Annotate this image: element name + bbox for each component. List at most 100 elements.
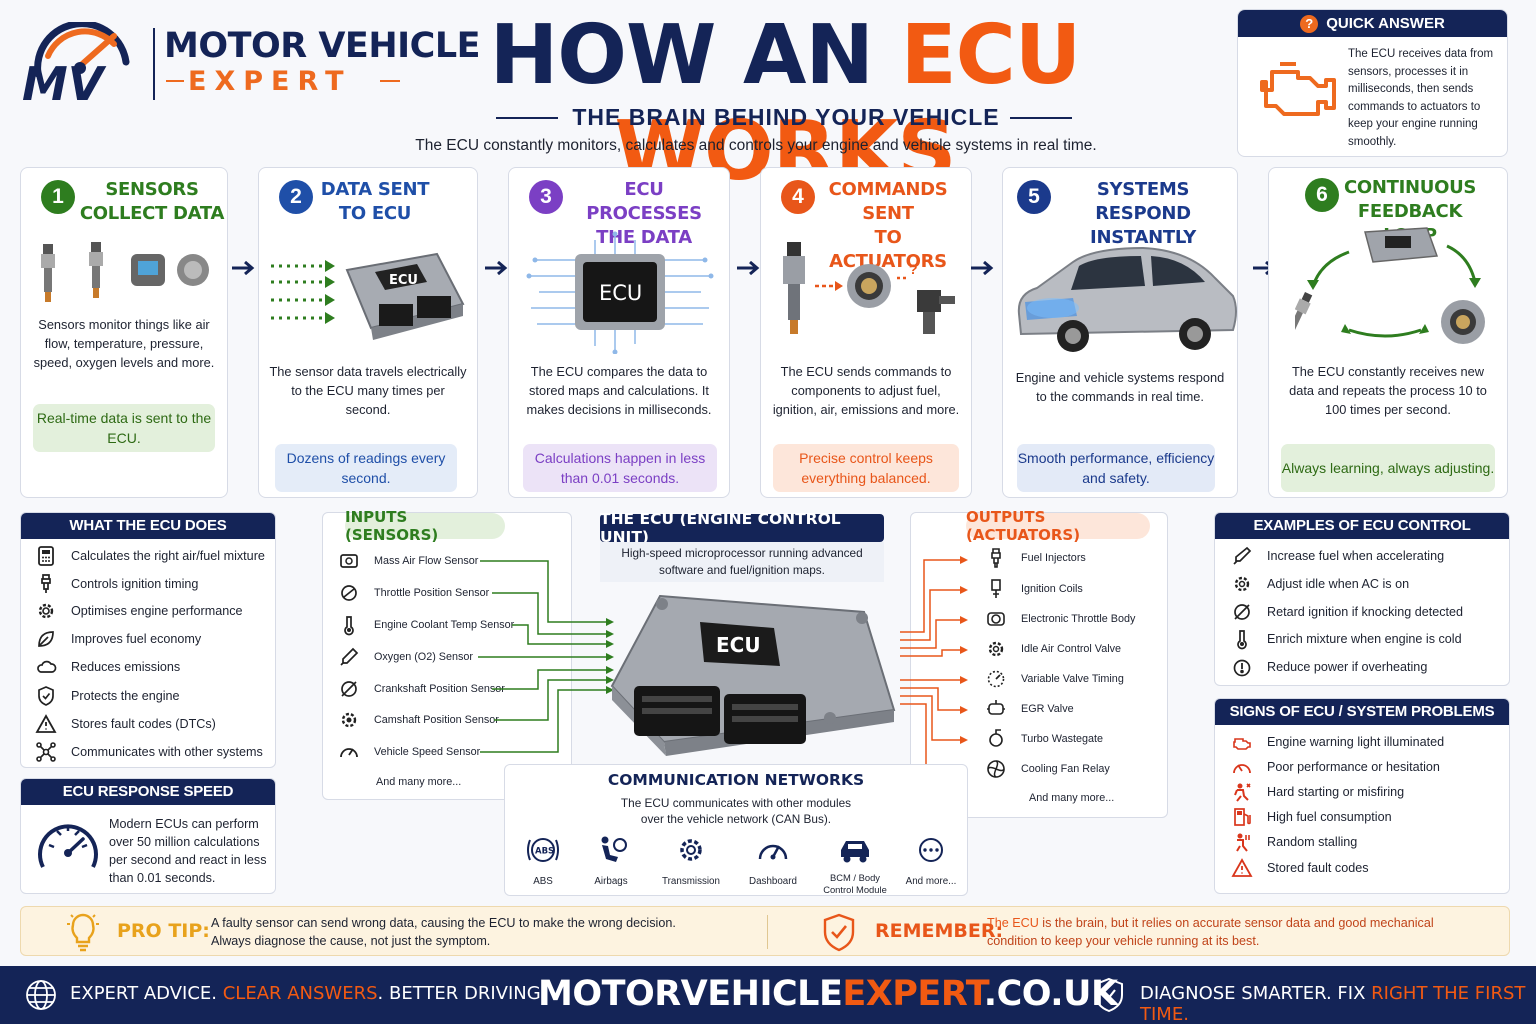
list-item: Engine warning light illuminated [1231, 731, 1444, 753]
subtitle-rule-right [1010, 117, 1072, 119]
stalling-icon [1236, 833, 1250, 852]
output-item-more: And many more... [1029, 792, 1115, 804]
list-item: Optimises engine performance [35, 600, 243, 622]
gauge-icon [1233, 764, 1251, 774]
inputs-heading: INPUTS (SENSORS) [345, 508, 505, 544]
step-highlight: Always learning, always adjusting. [1281, 444, 1495, 492]
logo-letters: MV [22, 57, 107, 104]
abs-icon: ABS [527, 838, 559, 862]
input-item: Throttle Position Sensor [338, 582, 489, 604]
output-connectors [900, 556, 968, 774]
list-item: Stores fault codes (DTCs) [35, 713, 216, 735]
feedback-loop-illustration [1295, 227, 1485, 344]
logo-divider [153, 28, 155, 100]
remember-label: REMEMBER: [875, 920, 1004, 942]
abs-badge-text: ABS [535, 847, 554, 857]
car-illustration [1017, 246, 1237, 352]
footer-website[interactable]: MOTORVEHICLEEXPERT.CO.UK [538, 974, 1118, 1014]
output-item: Variable Valve Timing [985, 668, 1124, 690]
cloud-icon [37, 660, 57, 673]
lightbulb-icon [67, 913, 99, 952]
panel-heading: WHAT THE ECU DOES [21, 513, 275, 539]
list-item: Enrich mixture when engine is cold [1231, 628, 1462, 650]
flow-arrow-2 [485, 261, 508, 275]
throttle-position-icon [341, 585, 357, 601]
step-highlight: Calculations happen in less than 0.01 se… [523, 444, 717, 492]
step-number: 5 [1017, 180, 1051, 214]
list-item: Adjust idle when AC is on [1231, 573, 1409, 595]
pro-tip-label: PRO TIP: [117, 920, 210, 942]
step-description: The sensor data travels electrically to … [269, 364, 467, 417]
list-item: Reduces emissions [35, 656, 180, 678]
footer-tagline-left: EXPERT ADVICE. CLEAR ANSWERS. BETTER DRI… [70, 983, 547, 1004]
footer-bar: EXPERT ADVICE. CLEAR ANSWERS. BETTER DRI… [0, 966, 1536, 1024]
network-icon [36, 742, 56, 762]
ecu-unit-illustration: ECU [610, 594, 896, 756]
svg-text:?: ? [909, 261, 918, 277]
sensors-illustration [41, 242, 209, 302]
ignition-coil-icon [991, 579, 1001, 598]
footer-tagline-right: DIAGNOSE SMARTER. FIX RIGHT THE FIRST TI… [1140, 983, 1526, 1024]
brand-rule-left [166, 80, 184, 82]
list-item: Increase fuel when accelerating [1231, 545, 1444, 567]
globe-icon [26, 980, 56, 1010]
panel-heading: EXAMPLES OF ECU CONTROL [1215, 513, 1509, 539]
list-item: Poor performance or hesitation [1231, 756, 1440, 778]
shield-icon [38, 686, 54, 706]
step-description: The ECU constantly receives new data and… [1289, 364, 1487, 417]
speed-sensor-icon [340, 748, 358, 758]
ecu-center-description: High-speed microprocessor running advanc… [600, 542, 884, 582]
gear-icon [1234, 576, 1250, 592]
speedometer-icon [38, 824, 98, 868]
output-item: Ignition Coils [985, 578, 1083, 600]
list-item: Reduce power if overheating [1231, 656, 1427, 678]
step-highlight: Smooth performance, efficiency and safet… [1017, 444, 1215, 492]
turbo-icon [989, 729, 1003, 747]
list-item: Calculates the right air/fuel mixture [35, 545, 265, 567]
brand-name-line1: MOTOR VEHICLE [164, 26, 481, 66]
step-number: 4 [781, 180, 815, 214]
quick-answer-header: ? QUICK ANSWER [1238, 10, 1507, 37]
calculator-icon [38, 546, 54, 566]
step-number: 3 [529, 180, 563, 214]
output-item: Electronic Throttle Body [985, 608, 1135, 630]
egr-valve-icon [987, 700, 1005, 715]
list-item: Controls ignition timing [35, 573, 198, 595]
fuel-injector-icon [991, 548, 1001, 568]
list-item: Stored fault codes [1231, 857, 1369, 879]
airbag-icon [601, 836, 627, 862]
throttle-body-icon [987, 612, 1005, 626]
tips-divider [767, 915, 768, 949]
input-item: Crankshaft Position Sensor [338, 678, 505, 700]
flow-arrow-1 [232, 261, 255, 275]
panel-heading: SIGNS OF ECU / SYSTEM PROBLEMS [1215, 699, 1509, 725]
input-item: Vehicle Speed Sensor [338, 741, 480, 763]
step-description: Sensors monitor things like air flow, te… [33, 317, 215, 370]
warning-icon [35, 714, 57, 733]
crankshaft-icon [341, 681, 357, 697]
ecu-chip-illustration: ECU [526, 231, 714, 354]
response-speed-panel: ECU RESPONSE SPEED Modern ECUs can perfo… [20, 778, 276, 894]
network-item-more: And more... [901, 835, 961, 887]
pro-tip-text: A faulty sensor can send wrong data, cau… [211, 916, 676, 948]
actuators-illustration: ? [783, 242, 955, 334]
input-item: Camshaft Position Sensor [338, 709, 499, 731]
input-item: Engine Coolant Temp Sensor [338, 614, 514, 636]
step-highlight: Real-time data is sent to the ECU. [33, 404, 215, 452]
input-item: Mass Air Flow Sensor [338, 550, 478, 572]
panel-heading: ECU RESPONSE SPEED [21, 779, 275, 805]
list-item: Protects the engine [35, 685, 180, 707]
ecu-center-heading: THE ECU (ENGINE CONTROL UNIT) [600, 510, 884, 546]
outputs-heading: OUTPUTS (ACTUATORS) [966, 508, 1150, 544]
temperature-warning-icon [1233, 659, 1251, 677]
gear-icon [38, 603, 54, 619]
thermometer-icon [344, 616, 354, 636]
networks-heading: COMMUNICATION NETWORKS [607, 771, 865, 789]
